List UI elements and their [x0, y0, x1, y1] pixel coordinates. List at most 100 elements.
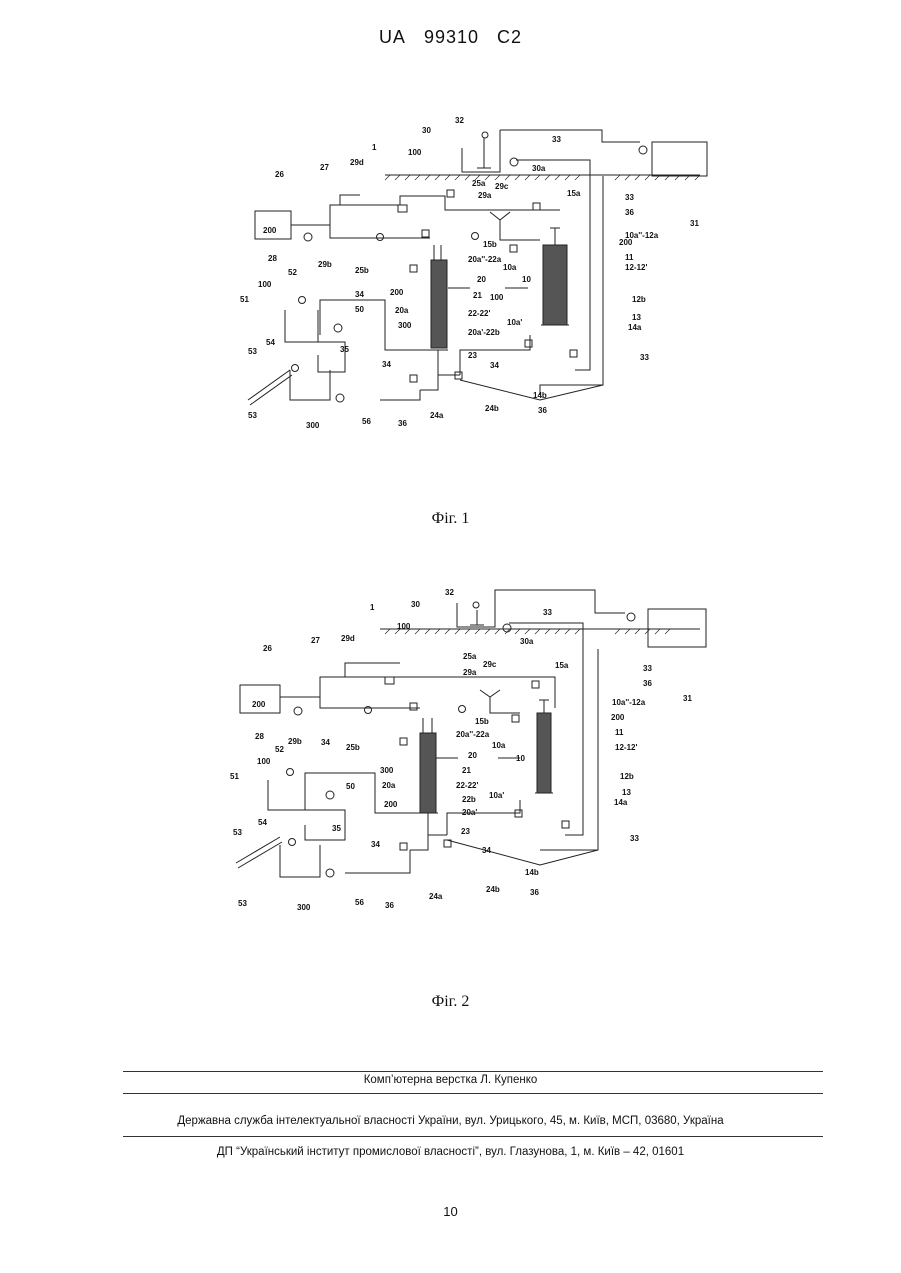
ref-label-l30a: 30a	[532, 164, 546, 173]
reference-labels: 11010a10a'10a''-12a1112-12'12b1314a14b15…	[230, 588, 692, 912]
ref-label-l10app12a: 10a''-12a	[612, 698, 646, 707]
valve-29b-icon	[377, 234, 384, 241]
pipe-23	[410, 813, 447, 850]
pipe-29c	[480, 690, 520, 713]
pipe-top	[495, 590, 625, 613]
column-20	[431, 260, 447, 348]
ref-label-l33c: 33	[630, 834, 639, 843]
pipe-top	[500, 130, 660, 148]
ref-label-l28: 28	[268, 254, 277, 263]
valve-29a-icon	[472, 233, 479, 240]
valve-25a-icon	[410, 703, 417, 710]
patent-header: UA 99310 C2	[0, 27, 901, 48]
pipe-36-bottom	[345, 840, 598, 873]
valve-14a-icon	[562, 821, 569, 828]
ref-label-l50: 50	[346, 782, 355, 791]
pump-top-icon	[627, 613, 635, 621]
column-10	[543, 245, 567, 325]
ref-label-l33b: 33	[643, 664, 652, 673]
ref-label-l36c: 36	[538, 406, 547, 415]
ref-label-l54: 54	[258, 818, 267, 827]
pump-50-icon	[334, 324, 342, 332]
ref-label-l10: 10	[522, 275, 531, 284]
ref-label-l21: 21	[462, 766, 471, 775]
ref-label-l15a: 15a	[555, 661, 569, 670]
valve-15b-icon	[510, 245, 517, 252]
ref-label-l23: 23	[468, 351, 477, 360]
pump-54-icon	[289, 839, 296, 846]
ref-label-l25a: 25a	[463, 652, 477, 661]
ref-label-l33c: 33	[640, 353, 649, 362]
ref-label-l24b: 24b	[486, 885, 500, 894]
sump-tank-30	[457, 603, 495, 627]
ref-label-l53a: 53	[233, 828, 242, 837]
pump-30a-icon	[510, 158, 518, 166]
ref-label-l34a: 34	[321, 738, 330, 747]
figure-1-diagram: 11010a10a'10a''-12a1112-12'12b1314a14b15…	[0, 110, 901, 440]
ref-label-l24b: 24b	[485, 404, 499, 413]
pipe-27	[340, 195, 360, 205]
ref-label-l20: 20	[477, 275, 486, 284]
ref-label-l36b: 36	[385, 901, 394, 910]
ref-label-l51: 51	[240, 295, 249, 304]
ref-label-l15b: 15b	[475, 717, 489, 726]
ref-label-l33a: 33	[552, 135, 561, 144]
ref-label-l20app22a: 20a''-22a	[468, 255, 502, 264]
ref-label-l27: 27	[311, 636, 320, 645]
ref-label-l29c: 29c	[495, 182, 509, 191]
ref-label-l12b: 12b	[620, 772, 634, 781]
ref-label-l34a: 34	[355, 290, 364, 299]
ref-label-l54: 54	[266, 338, 275, 347]
ref-label-l15b: 15b	[483, 240, 497, 249]
pump-50-icon	[326, 791, 334, 799]
ref-label-l35: 35	[340, 345, 349, 354]
ref-label-l25a: 25a	[472, 179, 486, 188]
ref-label-l200a: 200	[263, 226, 277, 235]
ref-label-l300b: 300	[297, 903, 311, 912]
pump-28-icon	[304, 233, 312, 241]
valve-15b-icon	[512, 715, 519, 722]
ground-hatching	[385, 629, 670, 634]
sump-inlet-32	[470, 610, 484, 625]
valve-29a-icon	[459, 706, 466, 713]
valve-15a-icon	[532, 681, 539, 688]
ref-label-l12-12p: 12-12'	[625, 263, 647, 272]
ref-label-l32: 32	[455, 116, 464, 125]
ref-label-l29c: 29c	[483, 660, 497, 669]
ref-label-l35: 35	[332, 824, 341, 833]
figure-2-diagram: 11010a10a'10a''-12a1112-12'12b1314a14b15…	[0, 585, 901, 915]
ref-label-l25b: 25b	[355, 266, 369, 275]
agency-address: Державна служба інтелектуальної власност…	[0, 1115, 901, 1127]
ref-label-l11: 11	[625, 253, 634, 262]
ref-label-l300a: 300	[398, 321, 412, 330]
ref-label-l56: 56	[362, 417, 371, 426]
ref-label-l300b: 300	[306, 421, 320, 430]
ref-label-l29d: 29d	[350, 158, 364, 167]
ref-label-l52: 52	[275, 745, 284, 754]
ref-label-l14a: 14a	[628, 323, 642, 332]
valve-25a-icon	[422, 230, 429, 237]
ref-label-l200c: 200	[384, 800, 398, 809]
tank-52	[285, 310, 318, 342]
ref-label-l100b: 100	[258, 280, 272, 289]
ref-label-l29d: 29d	[341, 634, 355, 643]
ref-label-l53b: 53	[238, 899, 247, 908]
ref-label-l20a: 20a	[382, 781, 396, 790]
ref-label-l100b: 100	[257, 757, 271, 766]
ref-label-l29a: 29a	[463, 668, 477, 677]
pump-52-icon	[299, 297, 306, 304]
pump-32-icon	[473, 602, 479, 608]
pipe-26	[291, 196, 560, 238]
pipe-23	[420, 350, 460, 390]
ref-label-l36c: 36	[530, 888, 539, 897]
tank-300	[280, 845, 320, 877]
valve-top-29d-icon	[447, 190, 454, 197]
pump-56-icon	[326, 869, 334, 877]
pipe-53	[236, 837, 282, 868]
footer-rule-bottom	[123, 1136, 823, 1137]
ref-label-l31: 31	[690, 219, 699, 228]
institute-address: ДП “Український інститут промислової вла…	[0, 1146, 901, 1158]
ref-label-l29b: 29b	[288, 737, 302, 746]
ref-label-l36b: 36	[398, 419, 407, 428]
